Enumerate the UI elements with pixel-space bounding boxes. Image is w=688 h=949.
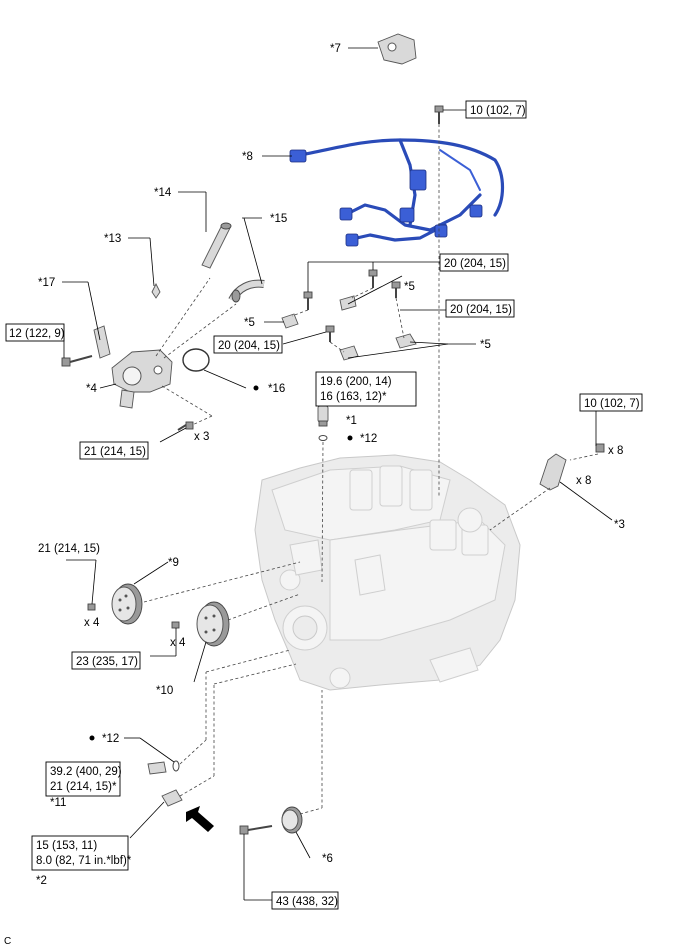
part-brackets	[281, 269, 417, 361]
part-engine-hanger	[377, 33, 417, 65]
part-ignition-coil	[539, 443, 605, 491]
qty-x8-a: x 8	[608, 445, 623, 457]
bolt-harness-top	[434, 105, 444, 124]
bolt-21-x3	[177, 421, 194, 431]
callout-2: *2	[36, 875, 47, 887]
torque-box-19-6: 19.6 (200, 14) 16 (163, 12)*	[315, 371, 417, 407]
callout-11: *11	[50, 797, 66, 809]
callout-10: *10	[156, 685, 173, 697]
qty-x4-a: x 4	[84, 617, 100, 629]
svg-text:20 (204, 15): 20 (204, 15)	[218, 340, 280, 352]
svg-text:39.2 (400, 29): 39.2 (400, 29)	[50, 766, 122, 778]
svg-text:12 (122, 9): 12 (122, 9)	[9, 328, 65, 340]
callout-9: *9	[168, 557, 179, 569]
torque-box-20-a: 20 (204, 15)	[439, 253, 509, 272]
torque-box-23: 23 (235, 17)	[71, 651, 141, 670]
part-sensor-11	[147, 760, 180, 775]
svg-text:43 (438, 32): 43 (438, 32)	[276, 896, 338, 908]
callout-17: *17	[38, 277, 55, 289]
torque-box-39-2: 39.2 (400, 29) 21 (214, 15)*	[45, 761, 122, 797]
svg-text:21 (214, 15)*: 21 (214, 15)*	[50, 781, 117, 793]
part-clip	[151, 282, 161, 299]
callout-12-b: *12	[102, 733, 119, 745]
callout-1: *1	[346, 415, 357, 427]
callout-13: *13	[104, 233, 121, 245]
callout-5-b: *5	[244, 317, 255, 329]
callout-16: *16	[268, 383, 285, 395]
torque-box-20-c: 20 (204, 15)	[213, 335, 283, 354]
part-o-ring	[182, 348, 210, 372]
part-sensor-1	[317, 405, 329, 441]
callout-3: *3	[614, 519, 625, 531]
part-idler-6	[239, 806, 303, 835]
svg-text:19.6 (200, 14): 19.6 (200, 14)	[320, 376, 392, 388]
callout-6: *6	[322, 853, 333, 865]
torque-box-21-b: 21 (214, 15)	[38, 543, 100, 555]
callout-5-c: *5	[480, 339, 491, 351]
qty-x3: x 3	[194, 431, 209, 443]
svg-text:10 (102, 7): 10 (102, 7)	[470, 105, 526, 117]
callout-14: *14	[154, 187, 172, 199]
engine-block-illustration	[254, 454, 521, 691]
svg-text:10 (102, 7): 10 (102, 7)	[584, 398, 640, 410]
part-water-outlet	[111, 349, 173, 409]
svg-text:21 (214, 15): 21 (214, 15)	[84, 446, 146, 458]
torque-box-10-right: 10 (102, 7)	[579, 393, 643, 412]
qty-x4-b: x 4	[170, 637, 186, 649]
part-bracket-17	[93, 325, 111, 359]
callout-5-a: *5	[404, 281, 415, 293]
qty-x8-b: x 8	[576, 475, 591, 487]
callout-8: *8	[242, 151, 253, 163]
bolt-12	[61, 355, 93, 367]
svg-text:20 (204, 15): 20 (204, 15)	[450, 304, 512, 316]
torque-box-43: 43 (438, 32)	[271, 891, 339, 910]
torque-box-20-b: 20 (204, 15)	[445, 299, 515, 318]
front-arrow-icon	[186, 806, 214, 832]
torque-box-12: 12 (122, 9)	[5, 323, 65, 342]
svg-text:21 (214, 15): 21 (214, 15)	[38, 543, 100, 555]
svg-text:16 (163, 12)*: 16 (163, 12)*	[320, 391, 387, 403]
part-pulley-10	[171, 601, 230, 647]
part-sensor-2	[161, 789, 183, 807]
svg-text:23 (235, 17): 23 (235, 17)	[76, 656, 138, 668]
torque-box-15: 15 (153, 11) 8.0 (82, 71 in.*lbf)*	[31, 835, 132, 871]
callout-15: *15	[270, 213, 287, 225]
callout-4: *4	[86, 383, 97, 395]
part-pulley-9	[87, 583, 143, 625]
svg-text:20 (204, 15): 20 (204, 15)	[444, 258, 506, 270]
callout-12-a: *12	[360, 433, 377, 445]
part-water-pipe	[201, 222, 232, 269]
torque-box-10-top: 10 (102, 7)	[465, 100, 527, 119]
torque-box-21-a: 21 (214, 15)	[79, 441, 149, 460]
figure-code: C	[4, 936, 11, 947]
svg-text:15 (153, 11): 15 (153, 11)	[36, 840, 97, 852]
callout-7: *7	[330, 43, 341, 55]
svg-text:8.0 (82, 71 in.*lbf)*: 8.0 (82, 71 in.*lbf)*	[36, 855, 132, 867]
part-wire-harness	[289, 138, 505, 247]
part-hose	[228, 279, 265, 303]
